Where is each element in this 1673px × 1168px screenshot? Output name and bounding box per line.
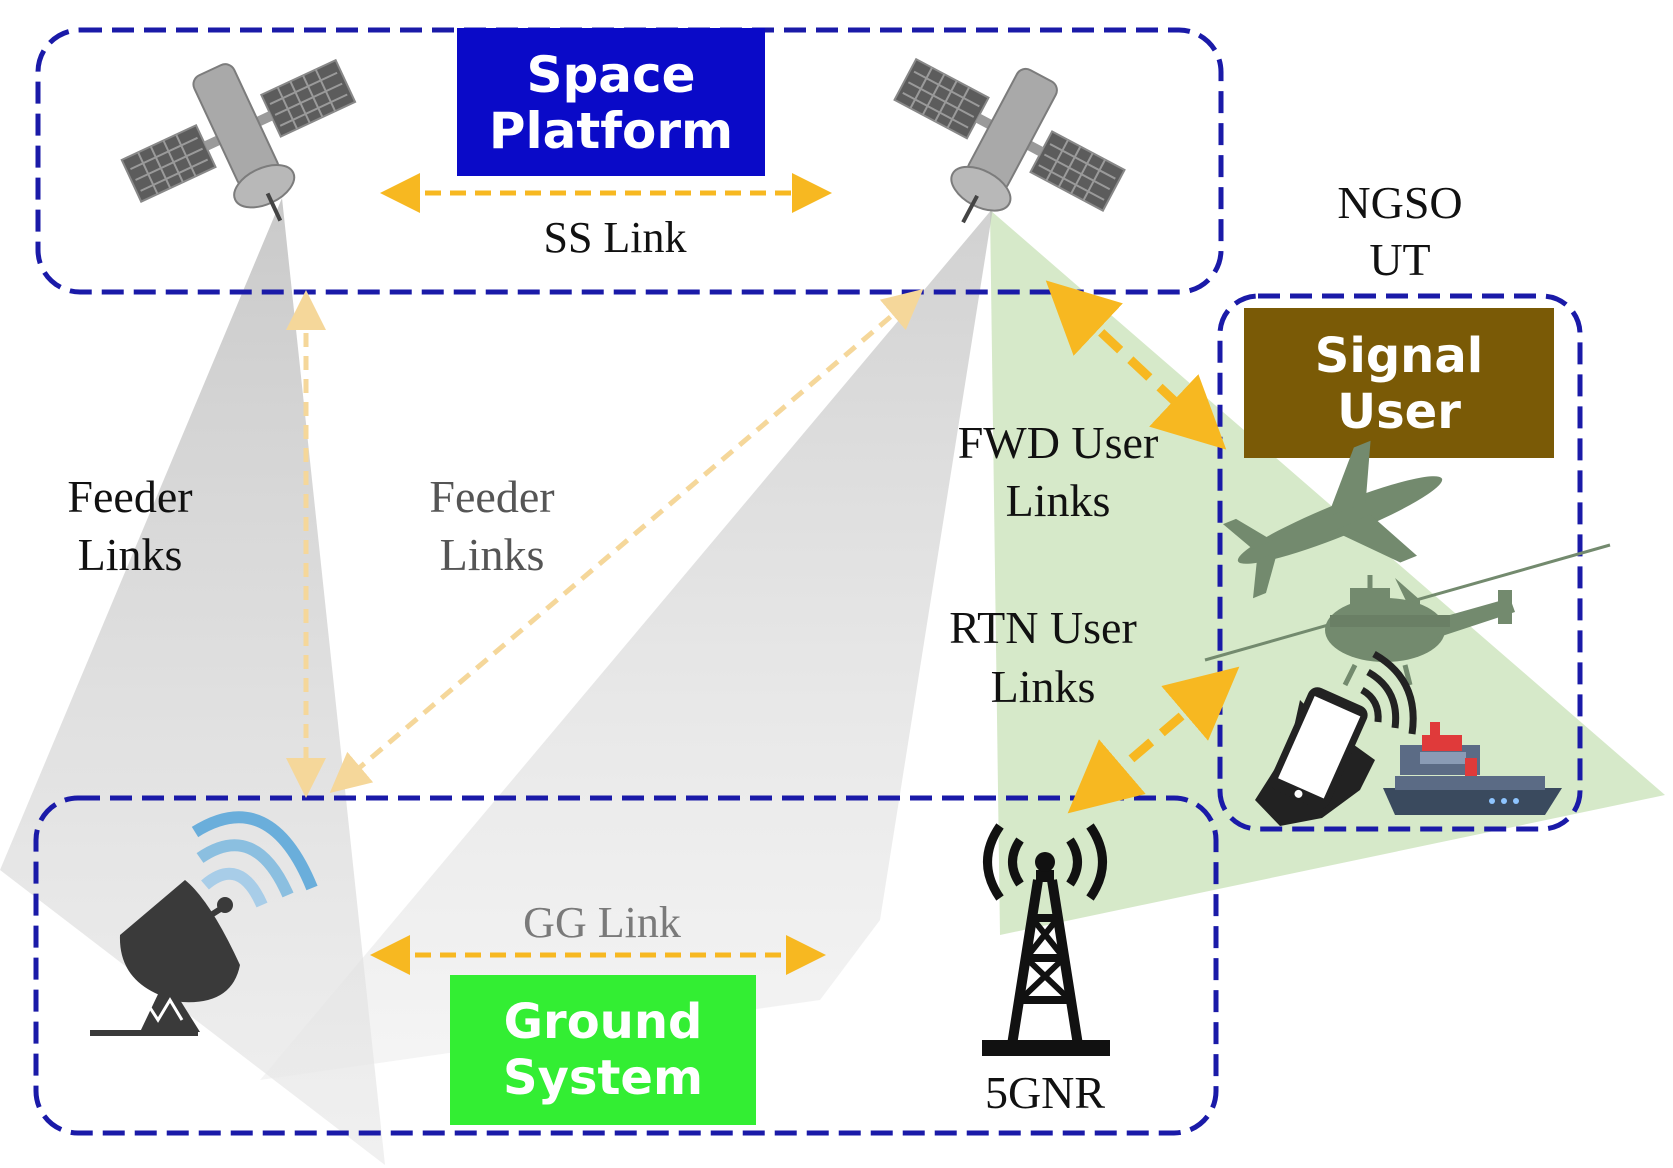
ship-icon [1383,722,1562,815]
helicopter-icon [1204,543,1611,687]
space-platform-label-line2: Platform [489,102,733,160]
signal-user-box [1217,293,1583,832]
feeder-link-diagonal-arrow [329,289,924,793]
rtn-user-links-line1: RTN User [949,602,1137,653]
ground-system-label-line1: Ground [504,994,703,1050]
rtn-user-links-line2: Links [991,661,1096,712]
phone-icon [1255,650,1417,826]
ground-system-label-line2: System [503,1050,703,1106]
fwd-user-links-line2: Links [1006,475,1111,526]
space-platform-label-box [457,28,765,176]
fwd-user-link-arrow [1045,280,1227,450]
ground-system-label-box [450,975,756,1125]
ngso-ut-line2: UT [1369,234,1430,285]
tower-label: 5GNR [985,1067,1105,1118]
ground-system-box [33,795,1219,1136]
feeder-links-right-line1: Feeder [429,471,554,522]
signal-user-label-line2: User [1337,384,1461,440]
feeder-links-left-line1: Feeder [67,471,192,522]
signal-user-label-line1: Signal [1315,328,1483,384]
satellite-left-icon [120,58,357,222]
signal-user-label-box [1244,308,1554,458]
cell-tower-icon [982,823,1110,1056]
feeder-links-right-line2: Links [440,529,545,580]
dish-antenna-icon [90,811,318,1036]
right-satellite-beam [260,208,993,1080]
ngso-ut-line1: NGSO [1337,177,1462,228]
satellite-right-icon [893,57,1126,224]
rtn-user-link-arrow [1067,666,1240,814]
space-platform-label-line1: Space [526,46,695,104]
gg-link-label: GG Link [523,898,681,947]
feeder-links-left-line2: Links [78,529,183,580]
ss-link-label: SS Link [543,213,686,262]
fwd-user-links-line1: FWD User [958,417,1159,468]
airplane-icon [1223,440,1443,599]
